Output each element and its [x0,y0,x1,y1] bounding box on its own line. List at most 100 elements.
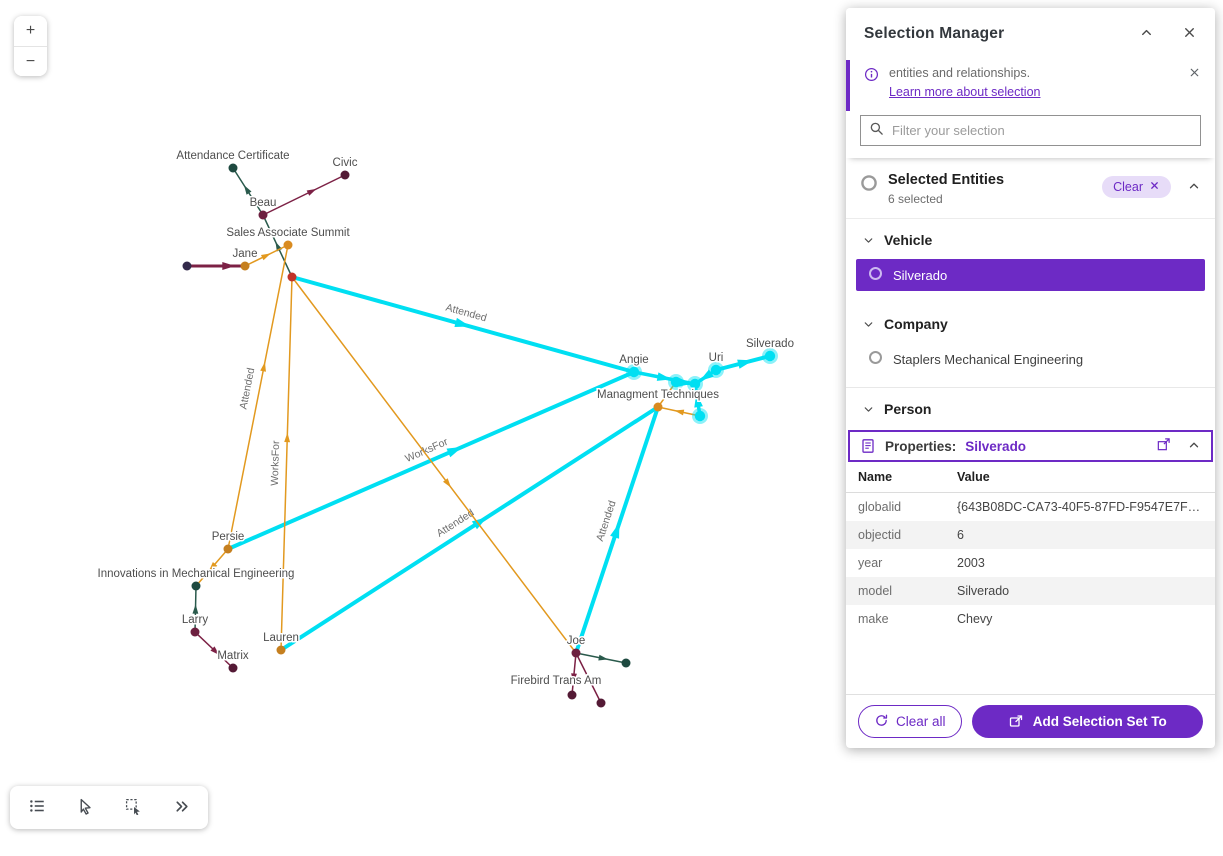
graph-node[interactable] [596,698,606,708]
divider [846,387,1215,389]
graph-node[interactable] [571,648,581,658]
graph-node[interactable] [287,272,297,282]
graph-node[interactable] [223,544,233,554]
add-selection-set-button[interactable]: Add Selection Set To [971,705,1203,738]
edge-arrow-icon [656,372,672,381]
add-selection-set-label: Add Selection Set To [1032,714,1167,729]
properties-rows: globalid {643B08DC-CA73-40F5-87FD-F9547E7… [846,493,1215,633]
graph-node[interactable] [628,366,640,378]
clear-all-button[interactable]: Clear all [858,705,962,738]
property-value: 2003 [957,556,985,571]
edge-label: WorksFor [269,440,282,486]
properties-header[interactable]: Properties: Silverado [848,430,1213,463]
property-name: objectid [858,528,902,543]
zoom-in-button[interactable]: + [14,16,47,46]
graph-edge[interactable] [575,652,602,704]
node-label: Silverado [746,338,794,350]
entity-row[interactable]: Silverado [856,259,1205,292]
graph-node[interactable] [228,663,238,673]
graph-node[interactable] [689,378,701,390]
node-label: Sales Associate Summit [226,227,350,239]
edge-arrow-icon [243,185,252,195]
graph-node[interactable] [228,163,238,173]
panel-close-button[interactable] [1182,25,1197,43]
pointer-icon [77,798,94,818]
entity-label: Staplers Mechanical Engineering [893,351,1084,367]
graph-node[interactable] [283,240,293,250]
property-name: make [858,612,889,627]
edge-arrow-icon [446,446,463,458]
edge-arrow-icon [454,317,471,328]
edge-arrow-icon [471,517,488,530]
edge-arrow-icon [737,359,754,369]
panel-title: Selection Manager [864,25,1005,42]
expand-toolbar-button[interactable] [162,790,200,825]
graph-node[interactable] [240,261,250,271]
group-header-vehicle[interactable]: Vehicle [846,219,1215,259]
group-header-company[interactable]: Company [846,303,1215,343]
graph-node[interactable] [258,210,268,220]
edge-arrow-icon [674,409,685,416]
group-label: Vehicle [884,232,933,249]
search-box [860,115,1201,147]
property-value: 6 [957,528,964,543]
legend-list-icon [28,797,46,818]
property-row: objectid 6 [846,521,1215,550]
selected-entities-collapse-button[interactable] [1187,179,1201,196]
graph-edge[interactable] [291,276,577,654]
filter-input[interactable] [892,123,1192,139]
graph-node[interactable] [276,645,286,655]
property-value: Silverado [957,584,1010,599]
edge-arrow-icon [571,673,577,683]
panel-footer: Clear all Add Selection Set To [846,694,1215,748]
clear-selection-button[interactable]: Clear [1102,176,1171,199]
chevron-up-icon [1187,179,1201,196]
graph-node[interactable] [764,350,776,362]
graph-node[interactable] [191,581,201,591]
graph-node[interactable] [653,402,663,412]
select-tool-button[interactable] [114,790,152,825]
graph-node[interactable] [710,364,722,376]
close-icon [1188,66,1201,82]
edge-arrow-icon [260,361,266,372]
selected-entities-title: Selected Entities [888,172,1005,189]
panel-collapse-button[interactable] [1139,25,1154,43]
selected-entities-header: Selected Entities 6 selected Clear [846,158,1215,220]
graph-node[interactable] [190,627,200,637]
node-label: Civic [333,157,358,169]
property-value: {643B08DC-CA73-40F5-87FD-F9547E7F99… [957,500,1211,515]
entity-row[interactable]: Staplers Mechanical Engineering [856,343,1205,375]
graph-node[interactable] [694,410,706,422]
property-name: globalid [858,500,902,515]
add-selection-set-icon [1008,712,1024,731]
graph-node[interactable] [621,658,631,668]
node-label: Angie [619,354,648,366]
graph-node[interactable] [567,690,577,700]
chevron-down-icon [862,403,875,416]
edge-arrow-icon [208,562,218,572]
graph-edge[interactable] [262,174,346,216]
open-properties-button[interactable] [1156,437,1171,455]
graph-node[interactable] [670,376,682,388]
learn-more-link[interactable]: Learn more about selection [889,85,1041,100]
group-header-person[interactable]: Person [846,388,1215,428]
legend-list-button[interactable] [18,790,56,825]
pointer-tool-button[interactable] [66,790,104,825]
graph-edge[interactable] [279,405,660,652]
search-row [846,111,1215,158]
chevron-up-icon [1187,438,1201,455]
graph-edge[interactable] [227,244,289,550]
graph-node[interactable] [182,261,192,271]
graph-edge[interactable] [280,276,293,651]
properties-collapse-button[interactable] [1187,438,1201,455]
banner-close-button[interactable] [1188,66,1201,82]
node-label: Innovations in Mechanical Engineering [98,568,295,580]
close-icon [1182,25,1197,43]
graph-node[interactable] [340,170,350,180]
property-value: Chevy [957,612,993,627]
selection-set-icon [860,174,878,197]
zoom-out-button[interactable]: − [14,46,47,76]
